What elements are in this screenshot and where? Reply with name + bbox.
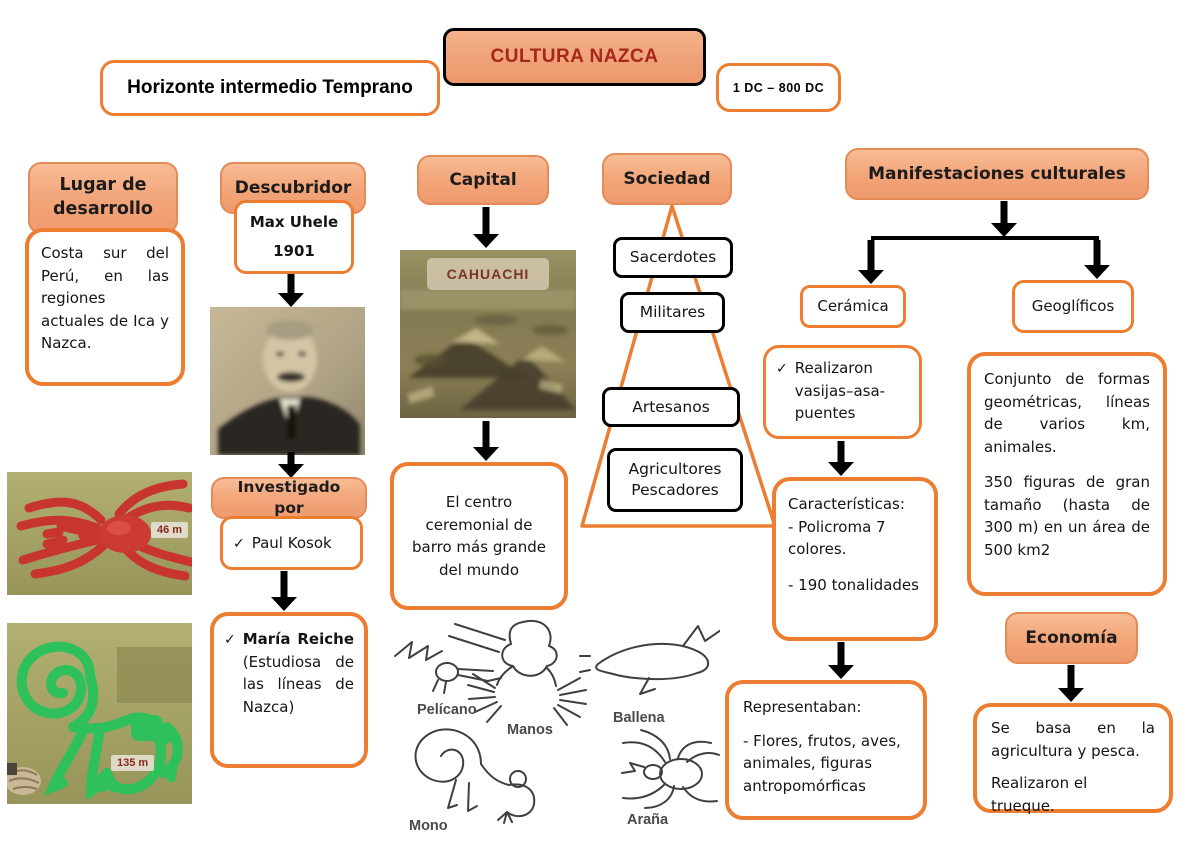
arrow-down-icon [473, 207, 499, 248]
descubridor-header-label: Descubridor [234, 177, 352, 198]
period-label: Horizonte intermedio Temprano [127, 77, 413, 98]
monkey-geoglyph-image: 135 m [7, 623, 192, 804]
society-level-label: Militares [639, 303, 706, 322]
spider-size-chip: 46 m [151, 522, 189, 538]
nazca-lines-drawings: Pelícano Manos Ballena Mono Araña [385, 612, 720, 847]
geoglificos-branch-label: Geoglíficos [1031, 297, 1115, 316]
society-level-label: Agricultores Pescadores [628, 460, 722, 499]
ceremonial-center-text: El centro ceremonial de barro más grande… [412, 493, 546, 579]
vasijas-box: ✓ Realizaron vasijas–asa-puentes [763, 345, 922, 439]
representaban-box: Representaban: - Flores, frutos, aves, a… [725, 680, 927, 820]
arrow-down-icon [473, 421, 499, 461]
economia-header-label: Economía [1025, 627, 1118, 648]
paul-kosok-box: ✓ Paul Kosok [220, 516, 363, 570]
caracteristica-2: - 190 tonalidades [788, 575, 919, 594]
capital-header: Capital [417, 155, 549, 205]
society-level-artesanos: Artesanos [602, 387, 740, 427]
geoglificos-branch-box: Geoglíficos [1012, 280, 1134, 333]
society-level-militares: Militares [620, 292, 725, 333]
max-uhle-photo [210, 307, 365, 455]
monkey-size-chip: 135 m [111, 755, 155, 771]
researcher-2-desc: (Estudiosa de las líneas de Nazca) [242, 652, 354, 716]
cahuachi-photo: CAHUACHI [400, 250, 576, 418]
arrow-down-icon [1084, 240, 1110, 279]
society-level-label: Sacerdotes [629, 248, 717, 267]
period-box: Horizonte intermedio Temprano [100, 60, 440, 116]
investigado-header: Investigado por [211, 477, 367, 519]
main-title: CULTURA NAZCA [490, 46, 659, 67]
arrow-down-icon [858, 240, 884, 284]
caracteristica-1: - Policroma 7 colores. [788, 517, 886, 559]
arrow-down-icon [991, 201, 1017, 237]
seashell-art [7, 763, 41, 795]
economia-text-2: Realizaron el trueque. [991, 774, 1088, 815]
caracteristicas-title: Características: [788, 495, 905, 513]
vasijas-text: Realizaron vasijas–asa-puentes [794, 359, 886, 422]
max-uhele-box: Max Uhele 1901 [234, 200, 354, 274]
representaban-text: - Flores, frutos, aves, animales, figura… [743, 731, 901, 795]
ceramica-branch-box: Cerámica [800, 285, 906, 328]
lugar-body-text: Costa sur del Perú, en las regiones actu… [41, 244, 169, 352]
society-level-agricultores: Agricultores Pescadores [607, 448, 743, 512]
manifestaciones-header: Manifestaciones culturales [845, 148, 1149, 200]
max-uhle-portrait-art [210, 307, 365, 455]
researcher-2: María Reiche [242, 630, 354, 648]
arrow-down-icon [1058, 665, 1084, 702]
arrow-down-icon [271, 571, 297, 611]
capital-header-label: Capital [449, 169, 517, 190]
economia-body-box: Se basa en la agricultura y pesca. Reali… [973, 703, 1173, 815]
geoglificos-text-1: Conjunto de formas geométricas, líneas d… [984, 370, 1150, 456]
lugar-body-box: Costa sur del Perú, en las regiones actu… [25, 228, 185, 386]
figure-label-mono: Mono [409, 818, 448, 834]
lugar-header: Lugar de desarrollo [28, 162, 178, 234]
investigado-header-label: Investigado por [237, 478, 341, 517]
manifestaciones-header-label: Manifestaciones culturales [868, 163, 1126, 184]
branch-connector-line [871, 236, 1099, 240]
representaban-title: Representaban: [743, 698, 862, 716]
arrow-down-icon [828, 441, 854, 476]
researcher-1: Paul Kosok [251, 533, 332, 552]
cahuachi-caption: CAHUACHI [427, 258, 549, 290]
check-icon: ✓ [776, 361, 788, 377]
figure-label-manos: Manos [507, 722, 553, 738]
discoverer-name: Max Uhele [249, 213, 339, 231]
society-level-label: Artesanos [632, 397, 710, 416]
figure-label-ballena: Ballena [613, 710, 665, 726]
arrow-down-icon [278, 452, 304, 478]
dates-box: 1 DC – 800 DC [716, 63, 841, 112]
ceramica-branch-label: Cerámica [817, 297, 889, 316]
arrow-down-icon [828, 642, 854, 679]
discovery-year: 1901 [273, 241, 315, 260]
figure-label-pelicano: Pelícano [417, 702, 477, 718]
check-icon: ✓ [224, 632, 236, 648]
economia-header: Economía [1005, 612, 1138, 664]
geoglificos-body-box: Conjunto de formas geométricas, líneas d… [967, 352, 1167, 596]
main-title-box: CULTURA NAZCA [443, 28, 706, 86]
caracteristicas-box: Características: - Policroma 7 colores. … [772, 477, 938, 641]
society-pyramid-outline [580, 204, 777, 528]
monkey-geoglyph-art [7, 623, 192, 804]
maria-reiche-box: ✓ María Reiche (Estudiosa de las líneas … [210, 612, 368, 768]
figure-label-arana: Araña [627, 812, 669, 828]
arrow-down-icon [278, 274, 304, 307]
sociedad-header-label: Sociedad [623, 168, 711, 189]
sociedad-header: Sociedad [602, 153, 732, 205]
geoglificos-text-2: 350 figuras de gran tamaño (hasta de 300… [984, 473, 1150, 559]
ceremonial-center-box: El centro ceremonial de barro más grande… [390, 462, 568, 610]
nazca-lines-art [394, 619, 720, 824]
lugar-header-label: Lugar de desarrollo [53, 175, 153, 219]
spider-geoglyph-image: 46 m [7, 472, 192, 595]
check-icon: ✓ [233, 535, 245, 552]
economia-text-1: Se basa en la agricultura y pesca. [991, 719, 1155, 760]
dates-label: 1 DC – 800 DC [732, 80, 825, 95]
society-level-sacerdotes: Sacerdotes [613, 237, 733, 278]
